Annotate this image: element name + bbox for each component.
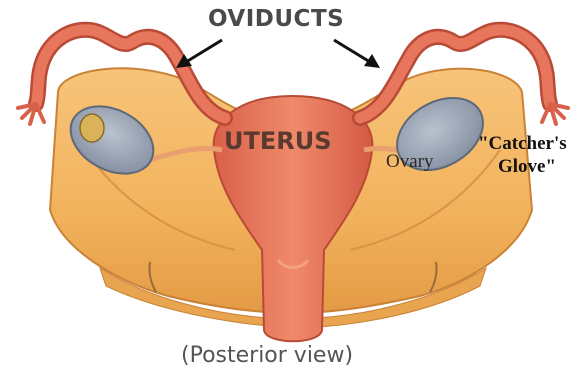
ovary-label: Ovary — [386, 151, 433, 173]
oviducts-label: OVIDUCTS — [208, 6, 344, 32]
catchers-glove-label-line2: Glove" — [498, 156, 556, 178]
arrow-right-line — [334, 40, 370, 62]
view-caption: (Posterior view) — [181, 343, 353, 368]
ovary-left-follicle — [80, 114, 104, 142]
uterus-label: UTERUS — [224, 127, 332, 155]
arrow-left-line — [186, 40, 222, 62]
catchers-glove-label-line1: "Catcher's — [478, 133, 567, 155]
